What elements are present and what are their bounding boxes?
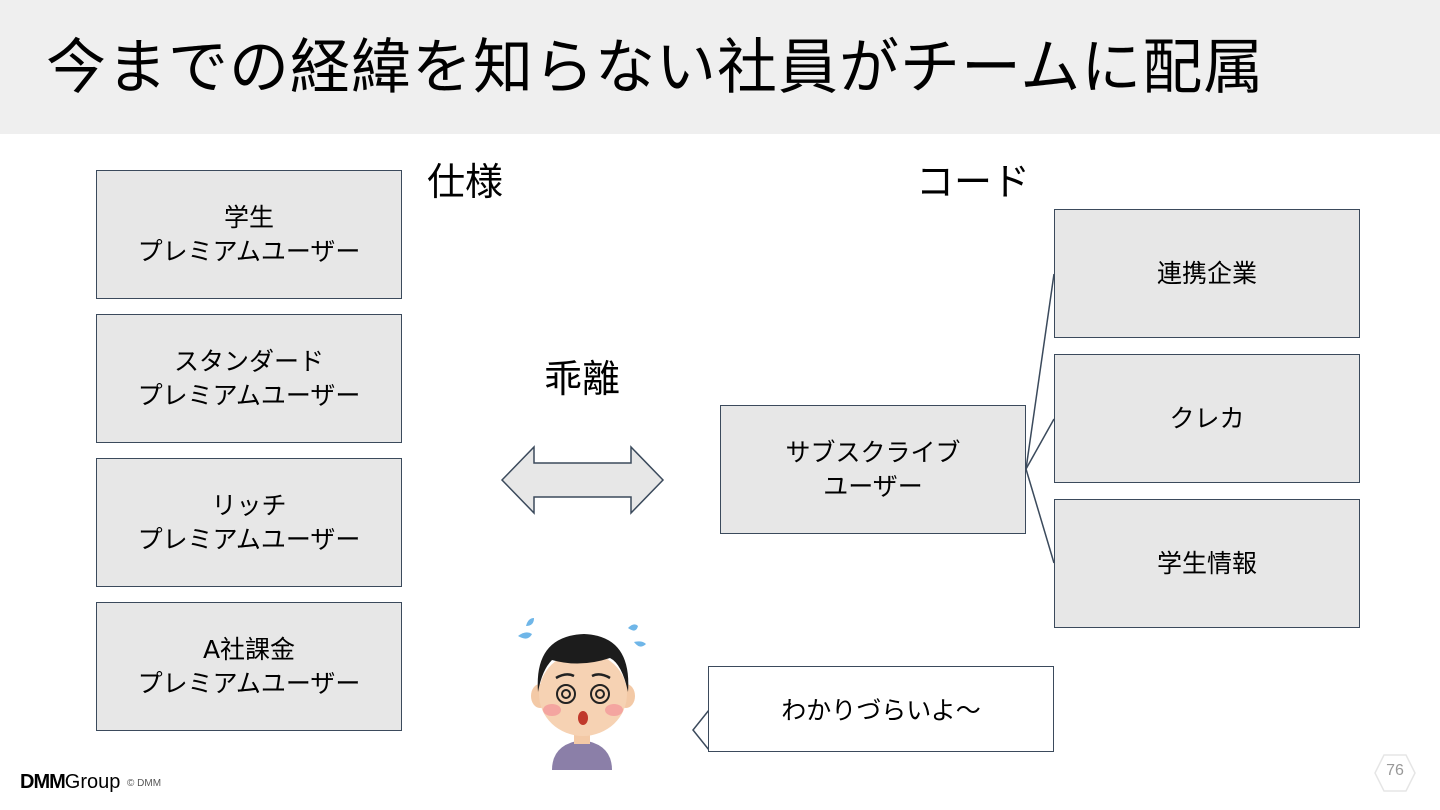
spec-box-rich: リッチ プレミアムユーザー (96, 458, 402, 587)
logo-brand: DMM (20, 771, 66, 793)
spec-box-line1: A社課金 (202, 634, 296, 664)
page-number-badge (1374, 754, 1416, 792)
code-box-label: 学生情報 (1156, 548, 1257, 578)
connector-line-card (1025, 418, 1055, 470)
subscribe-user-box: サブスクライブ ユーザー (720, 405, 1026, 534)
spec-label: 仕様 (427, 160, 504, 204)
confused-person-icon (518, 618, 646, 770)
page-number: 76 (1386, 762, 1404, 779)
slide-title: 今までの経緯を知らない社員がチームに配属 (46, 33, 1265, 103)
speech-bubble: わかりづらいよ〜 (708, 666, 1054, 752)
spec-box-student: 学生 プレミアムユーザー (96, 170, 402, 299)
code-box-label: クレカ (1169, 403, 1245, 433)
spec-box-line2: プレミアムユーザー (137, 668, 361, 698)
subscribe-box-line2: ユーザー (823, 471, 923, 501)
spec-box-line1: スタンダード (173, 346, 324, 376)
copyright: © DMM (127, 778, 162, 789)
double-arrow-icon (500, 445, 665, 515)
spec-box-line1: 学生 (223, 202, 274, 232)
spec-box-company-a: A社課金 プレミアムユーザー (96, 602, 402, 731)
spec-box-line1: リッチ (211, 490, 287, 520)
dmm-group-logo: DMMGroup (20, 771, 120, 794)
subscribe-box-line1: サブスクライブ (785, 437, 961, 467)
spec-box-line2: プレミアムユーザー (137, 236, 361, 266)
logo-group: Group (64, 771, 121, 793)
spec-box-standard: スタンダード プレミアムユーザー (96, 314, 402, 443)
speech-bubble-tail (692, 710, 710, 750)
code-box-card: クレカ (1054, 354, 1360, 483)
code-box-student-info: 学生情報 (1054, 499, 1360, 628)
title-bar (0, 0, 1440, 134)
code-label: コード (916, 160, 1031, 204)
speech-text: わかりづらいよ〜 (781, 696, 981, 725)
spec-box-line2: プレミアムユーザー (137, 380, 361, 410)
spec-box-line2: プレミアムユーザー (137, 524, 361, 554)
code-box-label: 連携企業 (1156, 258, 1257, 288)
connector-line-partner (1025, 273, 1055, 470)
divergence-label: 乖離 (544, 357, 621, 401)
code-box-partner: 連携企業 (1054, 209, 1360, 338)
connector-line-student-info (1025, 468, 1055, 564)
